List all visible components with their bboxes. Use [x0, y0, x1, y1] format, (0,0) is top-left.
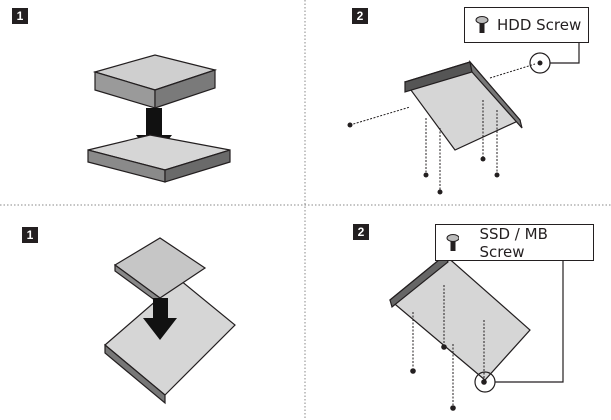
step-badge-ssd-2: 2 [353, 224, 369, 240]
ssd-screw-label: SSD / MB Screw [479, 224, 548, 261]
ssd-screw-paths [412, 285, 485, 405]
hdd-screws [347, 60, 543, 195]
hdd-drive [92, 54, 218, 109]
hdd-tray [87, 134, 231, 183]
ssd-drive [113, 237, 207, 306]
screw-icon [446, 233, 460, 251]
down-arrow [143, 298, 177, 340]
step-badge-hdd-2: 2 [352, 8, 368, 24]
ssd-tray [104, 279, 236, 405]
screw-icon [475, 16, 489, 33]
ssd-tray-bottom [389, 254, 531, 381]
ssd-leader-line [495, 260, 564, 383]
step-badge-hdd-1: 1 [12, 8, 28, 24]
hdd-screw-label: HDD Screw [497, 16, 582, 34]
ssd-screw-callout: SSD / MB Screw [435, 224, 594, 261]
ssd-screws [410, 344, 487, 411]
hdd-screw-callout: HDD Screw [464, 7, 589, 43]
step-badge-ssd-1: 1 [22, 227, 38, 243]
hdd-tray-bottom [404, 59, 523, 151]
hdd-screw-paths [349, 63, 536, 190]
hdd-leader-line [550, 42, 580, 64]
